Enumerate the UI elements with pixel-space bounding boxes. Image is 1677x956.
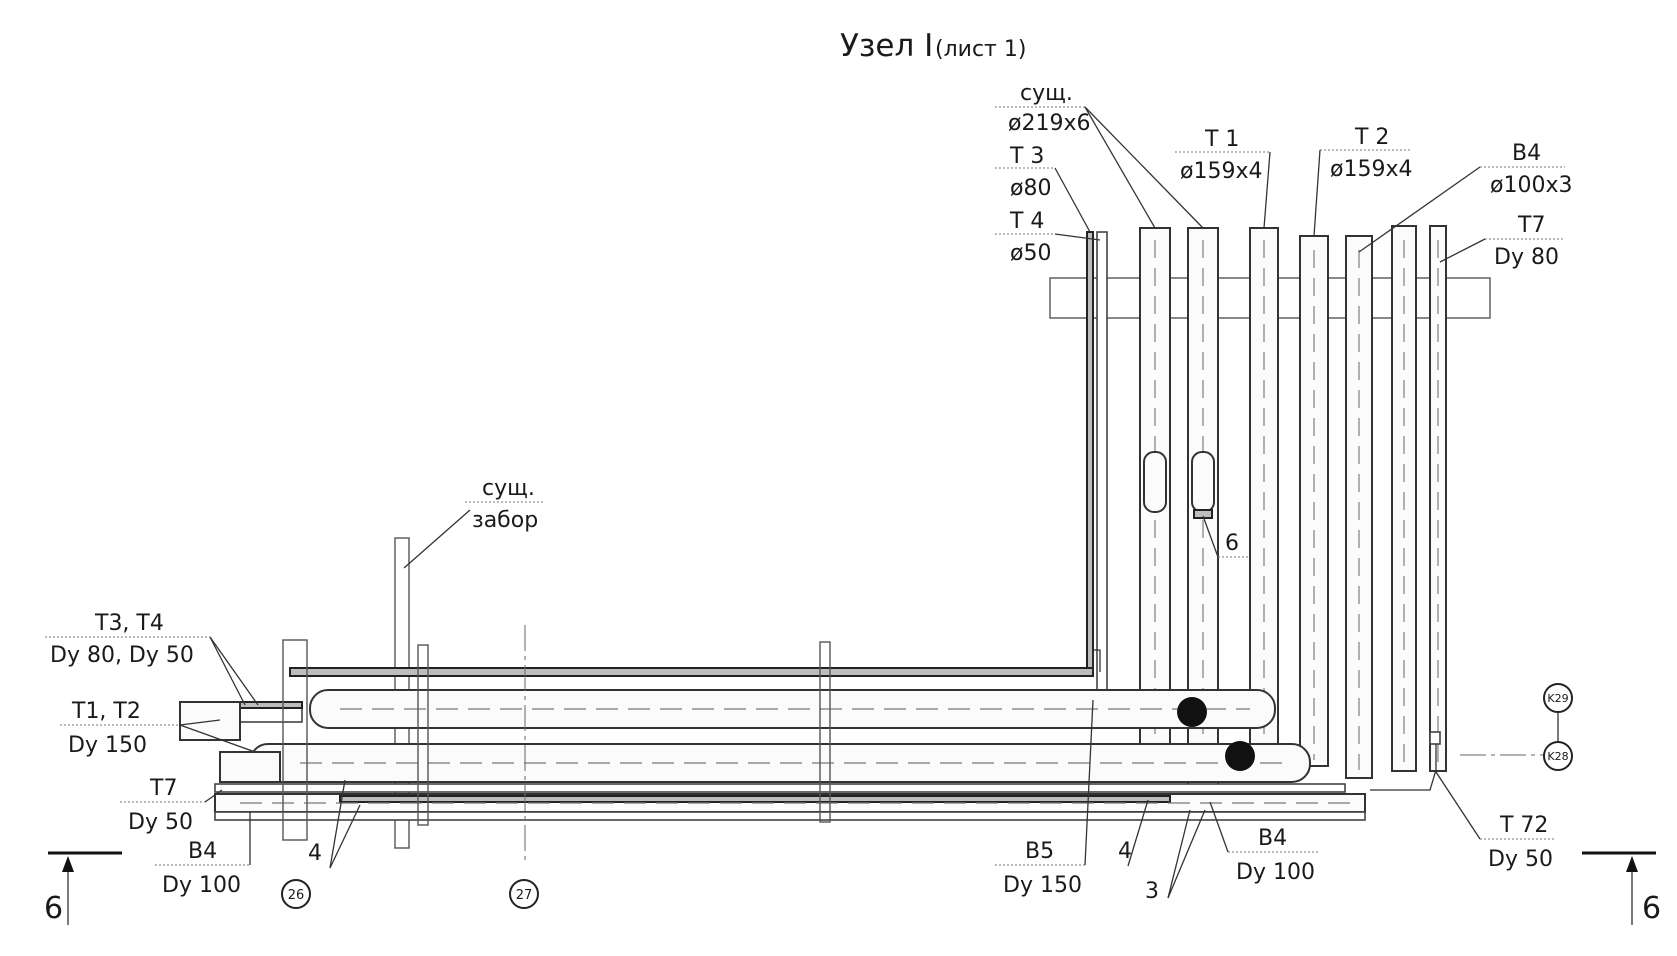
svg-text:сущ.: сущ. [482,476,535,501]
svg-text:Т7: Т7 [1517,213,1545,238]
svg-text:Т7: Т7 [149,776,177,801]
bottom-labels: В5 Dy 150 4 3 В4 Dy 100 6 Т 72 Dy 50 [995,515,1555,904]
svg-text:Т1, Т2: Т1, Т2 [71,699,141,724]
axis-marker-k29: K29 [1543,683,1573,713]
svg-text:K28: K28 [1547,750,1568,763]
drawing-title: Узел I [840,28,933,64]
svg-text:Т 2: Т 2 [1354,125,1389,150]
svg-text:забор: забор [472,508,538,533]
svg-text:Dy 100: Dy 100 [162,873,241,898]
svg-text:Т3, Т4: Т3, Т4 [94,611,164,636]
svg-text:Dy 50: Dy 50 [1488,847,1553,872]
svg-text:Dy 100: Dy 100 [1236,860,1315,885]
fence-label: сущ. забор [465,476,545,533]
left-labels: Т3, Т4 Dy 80, Dy 50 Т1, Т2 Dy 150 Т7 Dy … [45,611,361,898]
pipe-t3t4-horizontal [289,667,1094,677]
svg-text:6: 6 [44,891,63,926]
svg-text:Dy 150: Dy 150 [1003,873,1082,898]
drawing-subtitle: (лист 1) [935,37,1026,62]
svg-text:4: 4 [1118,839,1132,864]
svg-text:ø159x4: ø159x4 [1180,159,1262,184]
svg-text:3: 3 [1145,879,1159,904]
svg-text:ø219x6: ø219x6 [1008,111,1090,136]
top-labels: сущ. ø219x6 Т 3 ø80 Т 4 ø50 Т 1 ø159x4 Т… [995,81,1572,270]
valve-black-1 [1177,697,1207,727]
svg-text:Dy 150: Dy 150 [68,733,147,758]
vertical-pipes [1086,225,1447,791]
horizontal-pipes [179,639,1366,841]
svg-text:Dy 50: Dy 50 [128,810,193,835]
svg-text:Dy 80: Dy 80 [1494,245,1559,270]
pipe-t7-horizontal [214,783,1346,793]
svg-text:ø80: ø80 [1010,176,1051,201]
svg-text:ø50: ø50 [1010,241,1051,266]
svg-text:Т 72: Т 72 [1499,813,1548,838]
valve-existing-2 [1191,451,1215,513]
pipe-t3-vertical [1086,231,1094,675]
section-mark-left: 6 [44,851,122,926]
pipe-t72 [1370,740,1437,791]
svg-text:В4: В4 [188,839,217,864]
valve-existing-1 [1143,451,1167,513]
svg-text:Т 1: Т 1 [1204,127,1239,152]
svg-text:6: 6 [1642,891,1661,926]
axis-marker-26: 26 [281,879,311,909]
svg-text:сущ.: сущ. [1020,81,1073,106]
svg-text:26: 26 [288,888,305,903]
svg-text:ø159x4: ø159x4 [1330,157,1412,182]
svg-text:6: 6 [1225,531,1239,556]
section-mark-right: 6 [1582,851,1661,926]
svg-text:В5: В5 [1025,839,1054,864]
axis-marker-27: 27 [509,879,539,909]
svg-text:ø100x3: ø100x3 [1490,173,1572,198]
svg-text:В4: В4 [1512,141,1541,166]
svg-text:Dy 80, Dy 50: Dy 80, Dy 50 [50,643,194,668]
svg-text:27: 27 [516,888,533,903]
svg-text:4: 4 [308,841,322,866]
svg-text:Т 4: Т 4 [1009,209,1044,234]
svg-text:В4: В4 [1258,826,1287,851]
pipe-t4-vertical [1096,231,1108,695]
svg-text:Т 3: Т 3 [1009,144,1044,169]
axis-marker-k28: K28 [1543,741,1573,771]
valve-black-2 [1225,741,1255,771]
svg-text:K29: K29 [1547,692,1568,705]
